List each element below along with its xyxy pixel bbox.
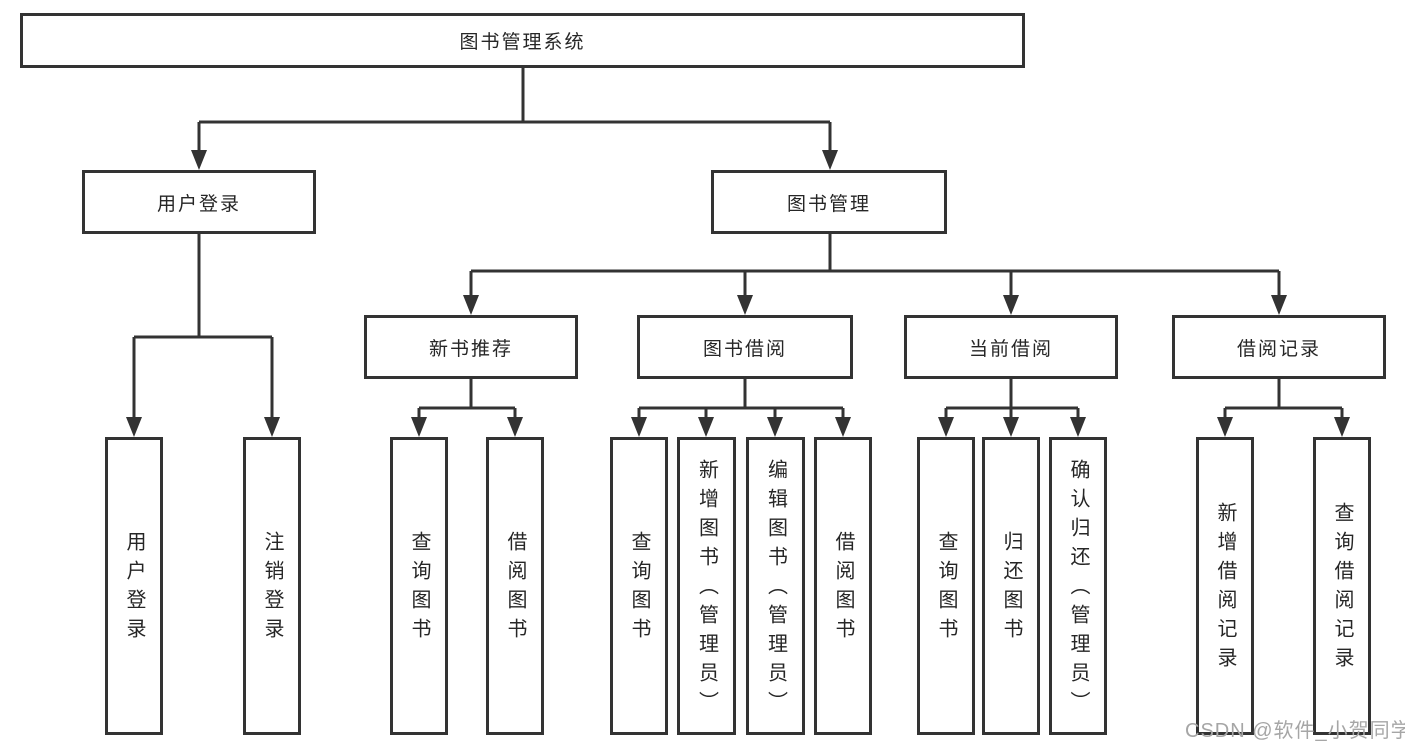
leaf-query-books-current: 查询图书 — [917, 437, 975, 735]
node-current-borrow: 当前借阅 — [904, 315, 1118, 379]
node-user-login: 用户登录 — [82, 170, 316, 234]
leaf-edit-books-admin: 编辑图书（管理员） — [746, 437, 805, 735]
leaf-logout: 注销登录 — [243, 437, 301, 735]
leaf-borrow-books-recommend: 借阅图书 — [486, 437, 544, 735]
node-book-borrow: 图书借阅 — [637, 315, 853, 379]
node-book-management: 图书管理 — [711, 170, 947, 234]
arrowhead-icons — [126, 150, 1350, 437]
leaf-query-books-recommend: 查询图书 — [390, 437, 448, 735]
leaf-query-borrow-record: 查询借阅记录 — [1313, 437, 1371, 735]
node-borrow-records: 借阅记录 — [1172, 315, 1386, 379]
leaf-add-books-admin: 新增图书（管理员） — [677, 437, 736, 735]
leaf-user-login: 用户登录 — [105, 437, 163, 735]
leaf-borrow-books: 借阅图书 — [814, 437, 872, 735]
node-root: 图书管理系统 — [20, 13, 1025, 68]
watermark: CSDN @软件_小贺同学 — [1185, 720, 1405, 742]
leaf-add-borrow-record: 新增借阅记录 — [1196, 437, 1254, 735]
leaf-confirm-return-admin: 确认归还（管理员） — [1049, 437, 1107, 735]
leaf-query-books-borrow: 查询图书 — [610, 437, 668, 735]
node-new-book-recommend: 新书推荐 — [364, 315, 578, 379]
leaf-return-books: 归还图书 — [982, 437, 1040, 735]
